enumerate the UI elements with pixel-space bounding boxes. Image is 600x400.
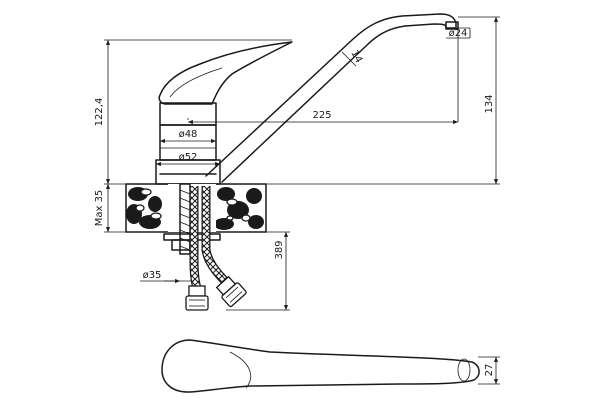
faucet-body xyxy=(155,41,293,185)
mounting-hardware xyxy=(163,183,247,311)
handle-top-view xyxy=(161,339,480,393)
dimension-lines xyxy=(104,16,500,385)
hose-fitting-right xyxy=(215,275,247,308)
dim-reach: 225 xyxy=(312,110,331,121)
spout-outline xyxy=(205,13,457,183)
dim-handle-height: 27 xyxy=(484,364,495,377)
dim-phi35: ø35 xyxy=(143,270,162,281)
dim-phi52: ø52 xyxy=(179,152,198,163)
dim-max-35: Max 35 xyxy=(94,190,105,227)
spout-aerator xyxy=(445,21,459,30)
lever-handle-detail xyxy=(169,67,223,98)
dim-phi48: ø48 xyxy=(179,129,198,140)
hose-fitting-left xyxy=(185,285,209,311)
spout xyxy=(205,13,459,183)
dim-height-body: 122,4 xyxy=(94,98,105,127)
dim-spout-tube: 14 xyxy=(348,49,364,65)
dimension-labels: 122,4 Max 35 ø48 ø52 ø24 225 14 134 389 … xyxy=(94,28,495,376)
dim-hose-length: 389 xyxy=(274,240,285,259)
dim-height-total: 134 xyxy=(484,94,495,113)
lever-handle xyxy=(158,41,293,105)
dim-phi24: ø24 xyxy=(449,28,468,39)
handle-outline xyxy=(161,339,480,393)
